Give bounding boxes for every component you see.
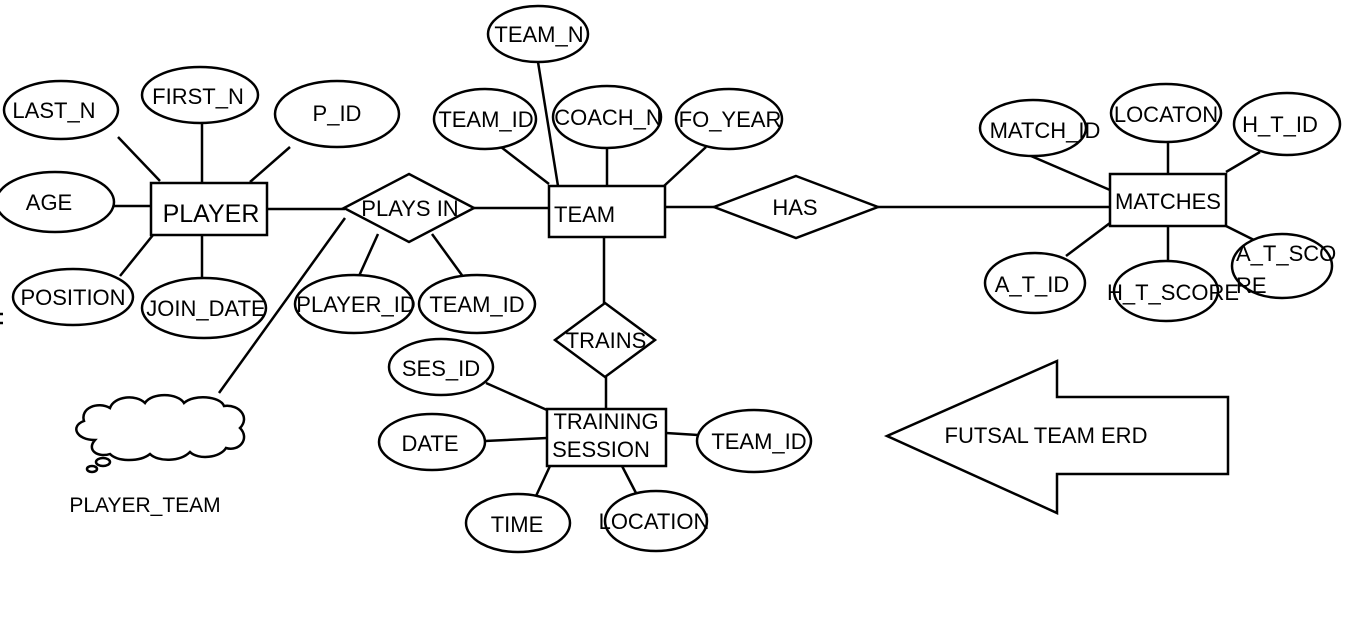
attribute-h-t-score-label: H_T_SCORE	[1107, 280, 1239, 305]
attribute-join-date: JOIN_DATE	[140, 276, 268, 340]
connector-lines	[114, 61, 1261, 497]
player-team-annotation: PLAYER_TEAM	[69, 494, 220, 517]
attribute-h-t-score: H_T_SCORE	[1107, 259, 1239, 323]
attribute-a-t-score-label-line2: RE	[1236, 273, 1267, 298]
relationship-trains-label: TRAINS	[566, 328, 647, 353]
attribute-locaton: LOCATON	[1109, 82, 1223, 144]
attribute-ses-id: SES_ID	[387, 337, 495, 397]
attribute-locaton-label: LOCATON	[1114, 102, 1218, 127]
entity-matches-label: MATCHES	[1115, 189, 1221, 214]
attribute-player-id-label: PLAYER_ID	[296, 292, 415, 317]
attribute-date-label: DATE	[401, 431, 458, 456]
attribute-ses-id-label: SES_ID	[402, 356, 480, 381]
title-arrow: FUTSAL TEAM ERD	[883, 359, 1230, 515]
attribute-team-n-label: TEAM_N	[494, 22, 583, 47]
relationship-has-label: HAS	[772, 195, 817, 220]
attribute-age-label: AGE	[26, 190, 72, 215]
attribute-coach-n-label: COACH_N	[554, 105, 662, 130]
attribute-last-n-label: LAST_N	[12, 98, 95, 123]
attribute-position: POSITION	[11, 267, 135, 327]
attribute-session-team-id-label: TEAM_ID	[711, 429, 806, 454]
attribute-first-n: FIRST_N	[140, 65, 260, 125]
entity-player-label: PLAYER	[163, 200, 260, 228]
attribute-team-team-id-label: TEAM_ID	[438, 107, 533, 132]
attribute-age: AGE	[0, 170, 116, 234]
attribute-first-n-label: FIRST_N	[152, 84, 244, 109]
attribute-p-id: P_ID	[273, 79, 401, 149]
attribute-location: LOCATION	[599, 489, 710, 553]
attribute-player-id: PLAYER_ID	[293, 273, 416, 335]
attribute-plays-in-team-id-label: TEAM_ID	[429, 292, 524, 317]
attribute-time: TIME	[464, 492, 572, 554]
attribute-team-n: TEAM_N	[486, 4, 590, 64]
attribute-date: DATE	[377, 412, 487, 472]
attribute-h-t-id: H_T_ID	[1232, 91, 1342, 157]
attribute-last-n: LAST_N	[2, 79, 120, 141]
entity-team: TEAM	[547, 184, 667, 239]
relationship-plays-in: PLAYS IN	[341, 172, 477, 244]
attribute-match-id: MATCH_ID	[978, 98, 1101, 158]
attribute-fo-year: FO_YEAR	[674, 87, 784, 151]
relationship-trains: TRAINS	[552, 301, 658, 379]
attribute-a-t-score: A_T_SCO RE	[1230, 232, 1336, 300]
attribute-a-t-id: A_T_ID	[983, 251, 1087, 315]
diagram-title: FUTSAL TEAM ERD	[945, 423, 1148, 448]
attribute-a-t-score-label-line1: A_T_SCO	[1236, 241, 1336, 266]
attribute-position-label: POSITION	[20, 285, 125, 310]
entity-training-session: TRAINING SESSION	[545, 407, 668, 468]
attribute-location-label: LOCATION	[599, 509, 710, 534]
attribute-a-t-id-label: A_T_ID	[995, 272, 1070, 297]
entity-matches: MATCHES	[1108, 172, 1228, 228]
attribute-fo-year-label: FO_YEAR	[679, 107, 782, 132]
cloud-callout-icon	[75, 393, 246, 474]
attribute-team-team-id: TEAM_ID	[432, 87, 538, 151]
attribute-coach-n: COACH_N	[551, 84, 663, 150]
relationship-plays-in-label: PLAYS IN	[361, 196, 458, 221]
attribute-join-date-label: JOIN_DATE	[146, 296, 265, 321]
attribute-plays-in-team-id: TEAM_ID	[417, 273, 537, 335]
entity-team-label: TEAM	[554, 202, 615, 227]
relationship-has: HAS	[710, 174, 882, 240]
attribute-time-label: TIME	[491, 512, 544, 537]
attribute-h-t-id-label: H_T_ID	[1242, 112, 1318, 137]
entity-player: PLAYER	[149, 181, 269, 237]
entity-training-session-label-line1: TRAINING	[553, 409, 658, 434]
entity-training-session-label-line2: SESSION	[552, 437, 650, 462]
attribute-p-id-label: P_ID	[313, 101, 362, 126]
attribute-match-id-label: MATCH_ID	[990, 118, 1101, 143]
attribute-session-team-id: TEAM_ID	[695, 408, 813, 474]
